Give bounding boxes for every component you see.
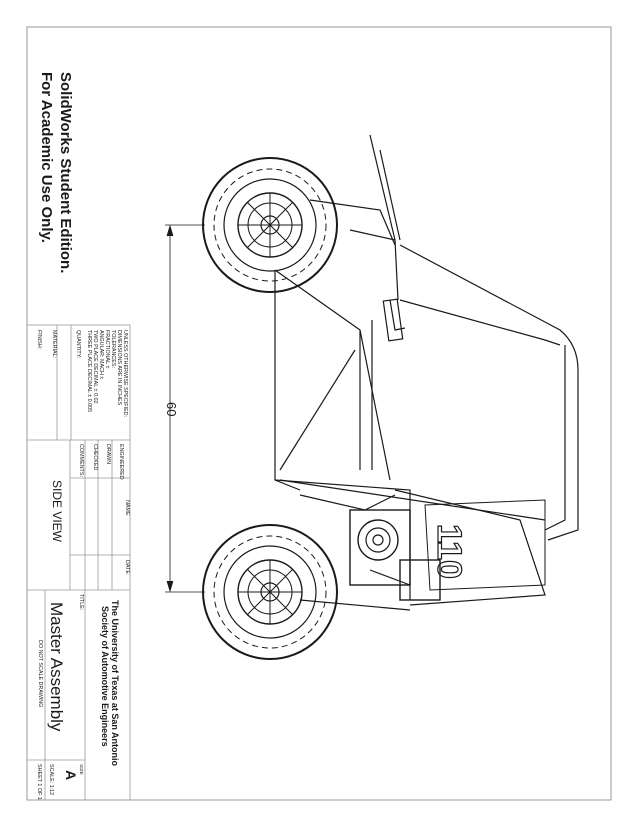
material-label: MATERIAL:	[51, 330, 57, 358]
front-shock	[349, 229, 396, 241]
comments-label: COMMENTS:	[78, 444, 84, 477]
tol-line6: TWO PLACE DECIMAL ± 0.02	[92, 330, 98, 403]
dim-arrow-bottom	[166, 580, 174, 593]
number-plate	[424, 499, 546, 591]
roll-hoop	[369, 134, 399, 301]
cage-diagonal-b	[279, 349, 356, 471]
rear-a-arm	[299, 494, 396, 511]
title-block-frame	[26, 324, 131, 801]
dim-arrow-top	[166, 224, 174, 237]
front-tire-tread	[213, 168, 327, 282]
rear-spokes	[238, 560, 302, 624]
tol-line7: THREE PLACE DECIMAL ± 0.005	[86, 330, 92, 412]
sheet-text: SHEET 1 OF 1	[36, 764, 42, 800]
date-header: DATE	[124, 560, 130, 574]
cvt-pulley-hub	[372, 534, 384, 546]
rear-tire-tread	[213, 535, 327, 649]
row-checked: CHECKED	[92, 444, 98, 470]
rear-shock	[369, 569, 411, 586]
tolerance-notes: UNLESS OTHERWISE SPECIFIED: DIMENSIONS A…	[86, 330, 128, 417]
view-label: SIDE VIEW	[50, 480, 64, 543]
size-value: A	[63, 770, 79, 780]
tol-line5: ANGULAR: MACH ±	[98, 330, 104, 379]
front-spokes	[238, 193, 302, 257]
scale-text: SCALE: 1:12	[48, 764, 54, 795]
org-line2: Society of Automotive Engineers	[100, 606, 110, 747]
vehicle-side-view	[274, 134, 579, 611]
vehicle-number: 110	[430, 524, 468, 579]
tol-line1: UNLESS OTHERWISE SPECIFIED:	[122, 330, 128, 417]
lower-frame-rail	[399, 299, 561, 346]
front-hoop	[399, 244, 579, 541]
tol-line3: TOLERANCES:	[110, 330, 116, 368]
upper-frame-tube	[379, 149, 401, 241]
cage-lower-rail	[279, 479, 546, 521]
rear-lower-tube	[299, 599, 411, 611]
row-drawn: DRAWN	[105, 444, 111, 464]
dimension-value: 60	[164, 402, 179, 416]
quantity-label: QUANTITY:	[75, 330, 81, 358]
front-wheel	[202, 157, 338, 293]
front-tire-sidewall	[223, 178, 317, 272]
title-block	[26, 324, 131, 801]
cvt-pulley	[357, 519, 399, 561]
wheelbase-dimension	[165, 224, 205, 593]
name-header: NAME	[124, 500, 130, 516]
engine-block	[349, 509, 411, 586]
gearbox	[399, 559, 441, 601]
do-not-scale: DO NOT SCALE DRAWING	[37, 640, 43, 707]
size-label: SIZE	[78, 764, 84, 775]
rear-frame-tube	[394, 489, 546, 606]
rear-cage-tube	[544, 345, 566, 531]
steering-column	[382, 298, 404, 342]
title-label: TITLE:	[78, 594, 84, 610]
row-engineered: ENGINEERED	[118, 444, 124, 480]
tol-line2: DIMENSIONS ARE IN INCHES	[116, 330, 122, 406]
cage-diagonal-a	[274, 269, 391, 481]
rear-wheel	[202, 524, 338, 660]
org-line1: The University of Texas at San Antonio	[110, 600, 120, 767]
drawing-title: Master Assembly	[47, 602, 66, 732]
tol-line4: FRACTIONAL ±	[104, 330, 110, 368]
watermark-line2: For Academic Use Only.	[38, 72, 55, 243]
cvt-pulley-inner	[365, 527, 391, 553]
watermark-line1: SolidWorks Student Edition.	[57, 72, 74, 273]
student-edition-watermark: SolidWorks Student Edition. For Academic…	[38, 72, 74, 273]
finish-label: FINISH:	[36, 330, 42, 349]
rear-tire-sidewall	[223, 545, 317, 639]
